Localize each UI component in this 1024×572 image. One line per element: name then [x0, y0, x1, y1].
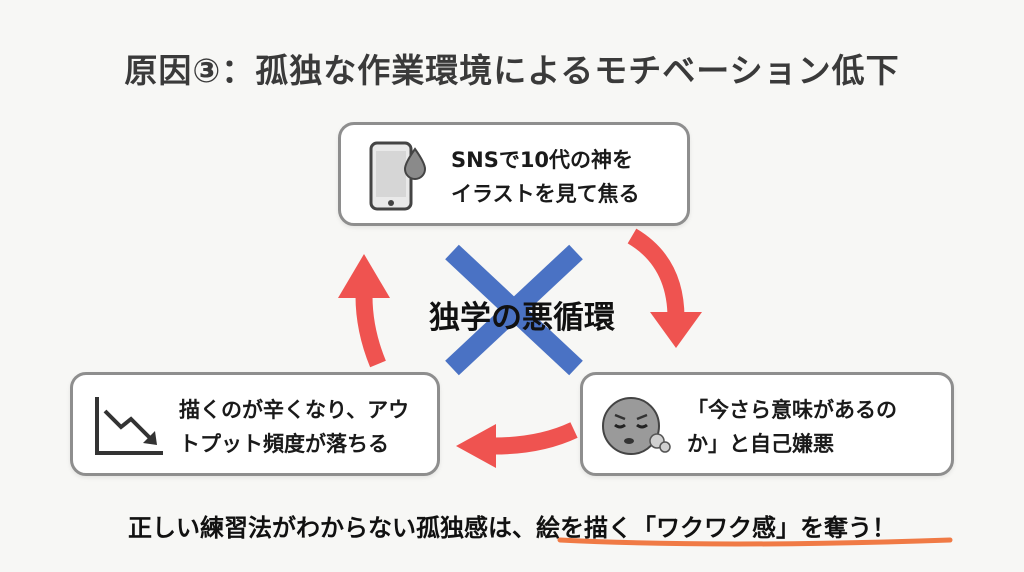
cycle-arrow-right	[627, 228, 702, 348]
cycle-step-2-card: 「今さら意味があるの か」と自己嫌悪	[580, 372, 954, 476]
page-title: 原因③：孤独な作業環境によるモチベーション低下	[124, 51, 900, 90]
cycle-arrow-left	[338, 254, 390, 368]
decline-chart-icon	[95, 397, 163, 455]
cycle-step-1-text: SNSで10代の神を イラストを見て焦る	[451, 148, 640, 206]
phone-drop-icon	[369, 141, 427, 211]
cycle-step-2-text: 「今さら意味があるの か」と自己嫌悪	[687, 398, 897, 456]
footer-highlight: 絵を描く「ワクワク感」を奪う！	[536, 514, 896, 542]
footer-message: 正しい練習法がわからない孤独感は、絵を描く「ワクワク感」を奪う！	[0, 508, 1024, 543]
cycle-step-3-card: 描くのが辛くなり、アウ トプット頻度が落ちる	[70, 372, 440, 476]
cycle-step-3-text: 描くのが辛くなり、アウ トプット頻度が落ちる	[179, 398, 410, 456]
cycle-step-1-card: SNSで10代の神を イラストを見て焦る	[338, 122, 690, 226]
sad-face-icon	[602, 397, 671, 455]
cycle-center-label: 独学の悪循環	[429, 300, 615, 336]
cross-icon	[445, 244, 583, 376]
footer-underline	[557, 537, 953, 547]
footer-text: 正しい練習法がわからない孤独感は、	[128, 514, 536, 542]
cycle-arrow-bottom	[456, 422, 578, 468]
